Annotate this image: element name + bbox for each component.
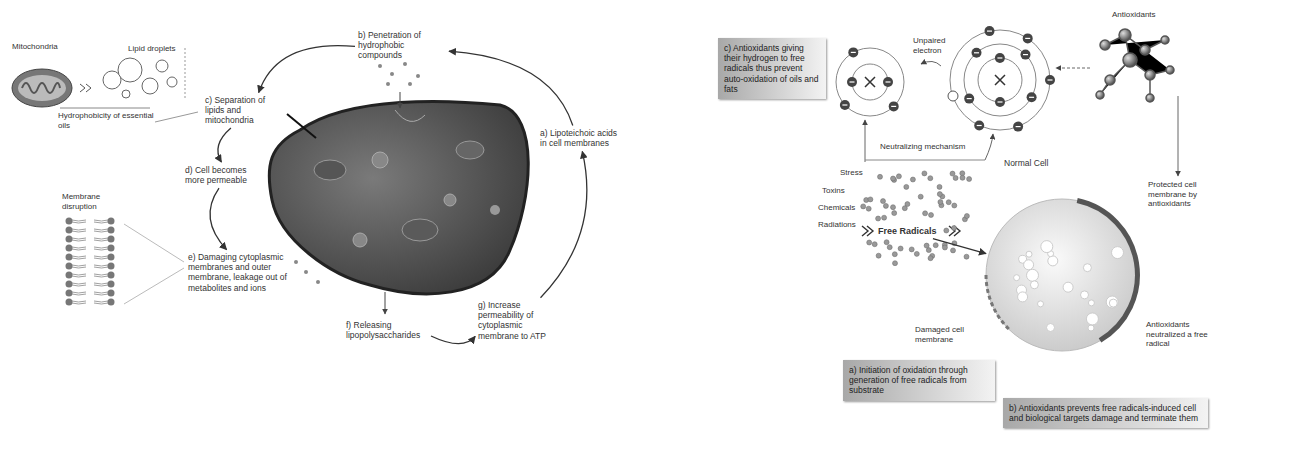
cell-drawing bbox=[984, 197, 1140, 353]
stable-atom bbox=[948, 30, 1050, 130]
flow-arrow bbox=[933, 239, 986, 254]
node-text: b) Penetration of hydrophobic compounds bbox=[358, 30, 446, 61]
transfer-arrow bbox=[921, 61, 941, 66]
node-text: f) Releasing lipopolysaccharides bbox=[346, 320, 428, 340]
node-text: g) Increase permeability of cytoplasmic … bbox=[478, 300, 564, 341]
cell-circle: Normal Cell bbox=[984, 158, 1140, 168]
donate-arrow bbox=[1056, 68, 1090, 69]
label: Chemicals bbox=[818, 203, 855, 213]
node-text: Free Radicals bbox=[878, 226, 937, 237]
free-radical-atom bbox=[836, 48, 904, 116]
node-text: a) Lipoteichoic acids in cell membranes bbox=[540, 128, 622, 148]
note-box: a) Initiation of oxidation through gener… bbox=[843, 360, 995, 401]
flow-arrow bbox=[218, 128, 231, 162]
note-box: b) Antioxidants prevents free radicals-i… bbox=[1003, 398, 1208, 428]
electrons bbox=[840, 26, 1055, 132]
label: Membrane disruption bbox=[62, 192, 112, 211]
lipid-bilayer bbox=[66, 218, 115, 306]
protect-arrow bbox=[1178, 96, 1179, 176]
node-text: e) Damaging cytoplasmic membranes and ou… bbox=[188, 252, 298, 293]
node-text: a) Initiation of oxidation through gener… bbox=[849, 365, 989, 396]
neutralize-arrow bbox=[985, 134, 993, 160]
label: Damaged cell membrane bbox=[915, 325, 975, 344]
label: Antioxidants bbox=[1112, 10, 1156, 20]
neutralize-arrow bbox=[865, 120, 866, 162]
label: Mitochondria bbox=[12, 42, 58, 52]
mitochondria-drawing bbox=[12, 48, 198, 122]
node-text: c) Separation of lipids and mitochondria bbox=[205, 95, 285, 126]
note-box: c) Antioxidants giving their hydrogen to… bbox=[718, 38, 826, 99]
label: Radiations bbox=[818, 220, 856, 230]
antioxidant-molecule bbox=[1096, 29, 1174, 102]
step-label: e) Damaging cytoplasmic membranes and ou… bbox=[188, 252, 298, 293]
source-label: Free Radicals bbox=[876, 225, 939, 238]
neutralize-line bbox=[865, 160, 985, 161]
flow-arrow bbox=[431, 336, 475, 344]
step-label: c) Separation of lipids and mitochondria bbox=[205, 95, 285, 126]
flow-arrow bbox=[541, 151, 587, 297]
label: Unpaired electron bbox=[913, 36, 955, 55]
bacterium-cell bbox=[124, 62, 528, 314]
free-radical-dots bbox=[861, 171, 972, 266]
flow-arrow bbox=[449, 51, 573, 125]
node-text: b) Antioxidants prevents free radicals-i… bbox=[1009, 403, 1202, 423]
label: Lipid droplets bbox=[128, 44, 176, 54]
label: Protected cell membrane by antioxidants bbox=[1148, 180, 1233, 209]
step-label: a) Lipoteichoic acids in cell membranes bbox=[540, 128, 622, 148]
step-label: f) Releasing lipopolysaccharides bbox=[346, 320, 428, 340]
label: Hydrophobicity of essential oils bbox=[58, 111, 158, 130]
label: Stress bbox=[840, 168, 863, 178]
flow-arrow bbox=[259, 46, 355, 93]
step-label: b) Penetration of hydrophobic compounds bbox=[358, 30, 446, 61]
label: Antioxidants neutralized a free radical bbox=[1146, 320, 1218, 349]
step-label: d) Cell becomes more permeable bbox=[185, 165, 261, 185]
node-text: d) Cell becomes more permeable bbox=[185, 165, 261, 185]
node-text: c) Antioxidants giving their hydrogen to… bbox=[724, 43, 820, 94]
flow-arrow bbox=[210, 188, 227, 249]
node-text: Normal Cell bbox=[1004, 158, 1048, 168]
label: Neutralizing mechanism bbox=[880, 142, 965, 152]
label: Toxins bbox=[822, 186, 845, 196]
step-label: g) Increase permeability of cytoplasmic … bbox=[478, 300, 564, 341]
